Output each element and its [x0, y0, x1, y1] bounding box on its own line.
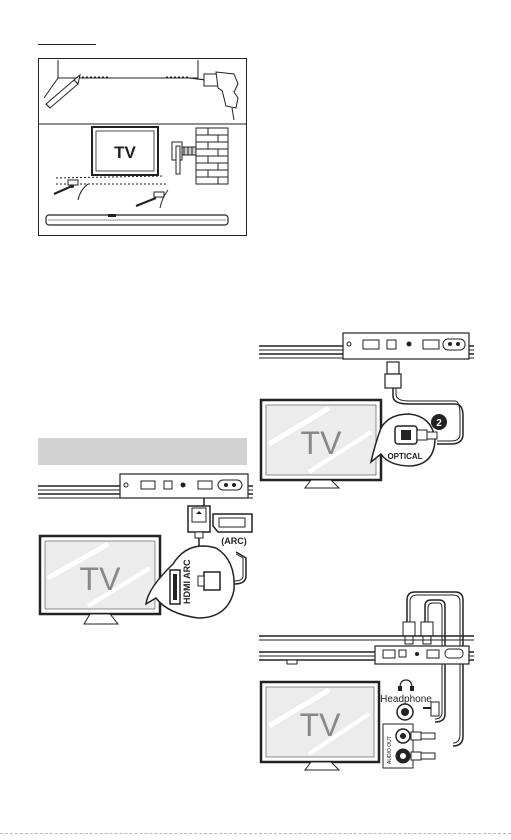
hdmi-arc-diagram: (ARC) TV HDMI ARC [38, 468, 253, 628]
rear-port-panel [120, 474, 248, 498]
optical-step-number: 2 [436, 418, 442, 429]
headphone-icon [398, 680, 414, 691]
optical-tv-label: TV [301, 425, 343, 461]
brick-wall [196, 128, 228, 184]
heading-underline [38, 44, 96, 45]
hdmi-arc-label: HDMI ARC [182, 559, 192, 604]
audio-out-label: AUDIO OUT [387, 736, 393, 764]
optical-diagram: TV OPTICAL 2 [259, 326, 474, 492]
rear-port-panel [375, 646, 469, 664]
wall-mount-illustration: TV [38, 58, 247, 236]
aux-diagram: Headphone TV AUDIO OUT [259, 586, 474, 776]
optical-port-label: OPTICAL [387, 452, 422, 461]
rca-cable [403, 592, 463, 746]
hdmi-tv-label: TV [80, 561, 122, 597]
arc-label: (ARC) [221, 536, 247, 546]
rear-port-panel [343, 333, 469, 359]
hdmi-port-icon [213, 514, 252, 532]
section-header-bar [38, 438, 247, 465]
page-cut-line [0, 833, 511, 834]
wall-tv-label: TV [114, 143, 136, 162]
soundbar-icon [46, 214, 228, 225]
aux-tv-label: TV [300, 707, 342, 743]
